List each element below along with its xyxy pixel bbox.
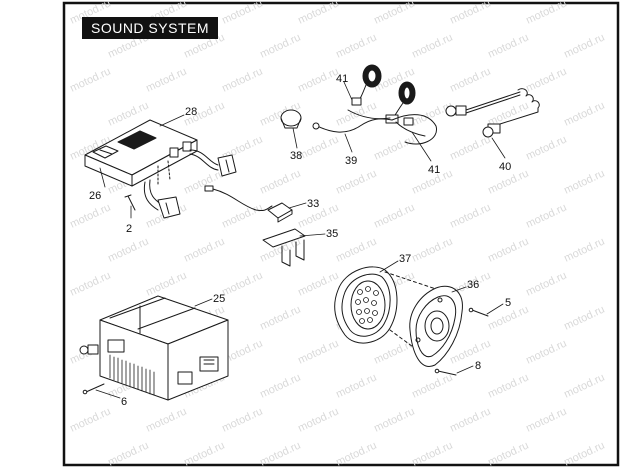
section-title: SOUND SYSTEM [82,17,218,39]
leader-lines [95,81,506,399]
callout-41-top: 41 [336,73,348,85]
callout-26: 26 [89,190,101,202]
callout-25: 25 [213,293,225,305]
callout-41-bottom: 41 [428,164,440,176]
amplifier-module [84,119,237,219]
callout-33: 33 [307,198,319,210]
callout-35: 35 [326,228,338,240]
callout-2: 2 [126,223,132,235]
control-knob [280,109,302,129]
callout-40: 40 [499,161,511,173]
radio-head-unit [79,295,229,401]
callout-39: 39 [345,155,357,167]
coiled-cord [445,88,540,138]
callout-36: 36 [467,279,479,291]
callout-labels: 28 26 2 33 35 38 39 41 41 40 37 36 5 8 2… [89,73,511,408]
speaker-assembly [334,266,489,376]
callout-28: 28 [185,106,197,118]
headset-assembly [312,64,437,145]
callout-5: 5 [505,297,511,309]
callout-6: 6 [121,396,127,408]
callout-38: 38 [290,150,302,162]
callout-8: 8 [475,360,481,372]
callout-37: 37 [399,253,411,265]
antenna-lead [204,185,293,223]
